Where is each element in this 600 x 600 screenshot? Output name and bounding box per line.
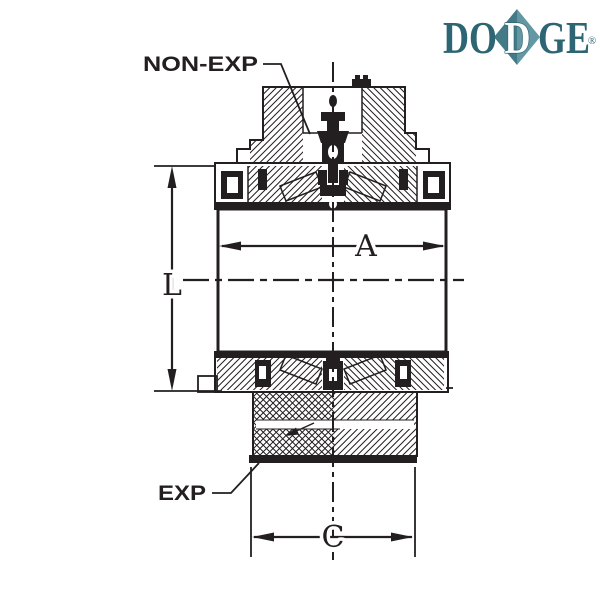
logo-text-d: D xyxy=(505,13,531,63)
dimension-a: A xyxy=(219,226,445,268)
exp-label: EXP xyxy=(158,482,206,505)
expansion-bearing-section xyxy=(197,351,453,463)
cage-block-right xyxy=(399,169,408,190)
left-wing xyxy=(197,375,218,393)
logo-text-ge: GE xyxy=(538,13,590,63)
callout-exp: EXP xyxy=(158,462,260,505)
arrowhead-down-icon xyxy=(167,369,177,391)
centerlines xyxy=(183,62,464,560)
arrowhead-right-icon xyxy=(423,241,445,251)
dimension-a-label: A xyxy=(354,229,377,264)
exp-right-seal xyxy=(395,360,411,387)
logo-text-do: DO xyxy=(443,13,497,63)
callout-non-exp: NON-EXP xyxy=(143,53,311,135)
logo-diamond-right xyxy=(517,9,540,65)
registered-trademark-icon: ® xyxy=(588,35,596,47)
non-exp-label: NON-EXP xyxy=(143,53,258,76)
arrowhead-up-icon xyxy=(167,166,177,188)
non-exp-leader-line xyxy=(263,63,311,135)
roller-bottom-left xyxy=(279,354,323,385)
dimension-l: L xyxy=(154,165,222,392)
exp-leader-line xyxy=(212,462,260,494)
cap-hatch-right xyxy=(362,87,416,163)
dimension-l-label: L xyxy=(162,268,182,303)
roller-bottom-right xyxy=(343,354,387,385)
arrowhead-left-icon xyxy=(252,532,274,542)
cap-top-tab xyxy=(352,75,371,87)
dimension-c: C xyxy=(250,467,416,559)
exp-left-seal xyxy=(255,360,271,387)
dodge-logo: DO D GE ® xyxy=(443,9,596,65)
right-seal xyxy=(423,171,445,199)
dimension-c-label: C xyxy=(322,520,345,555)
exp-band-hatch-right xyxy=(344,358,444,390)
non-expansion-bearing-section xyxy=(214,75,451,210)
seam-arrowhead xyxy=(285,427,299,436)
arrowhead-left-icon xyxy=(219,241,241,251)
logo-diamond-left xyxy=(494,9,517,65)
left-seal xyxy=(221,171,243,199)
arrowhead-right-icon xyxy=(391,532,413,542)
cage-block-left xyxy=(258,169,267,190)
